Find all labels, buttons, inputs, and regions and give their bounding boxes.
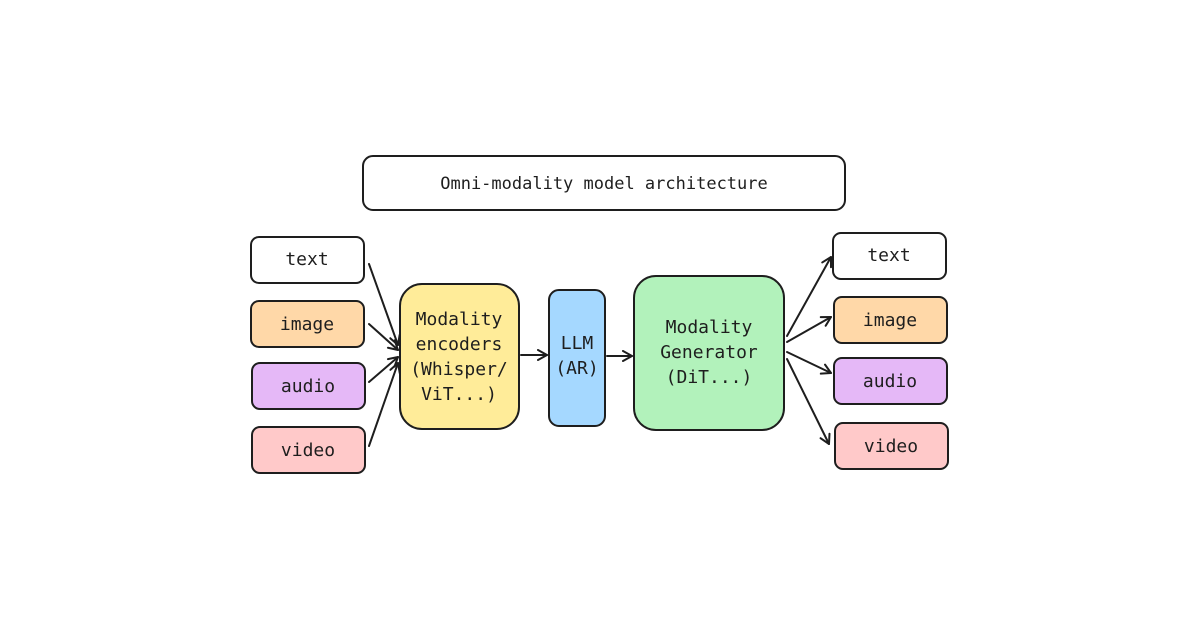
input-text-label: text	[285, 249, 328, 270]
output-audio-rect	[833, 357, 948, 405]
title-box: Omni-modality model architecture	[362, 155, 846, 211]
encoder-label-line-4: ViT...)	[421, 384, 497, 405]
llm-label-line-1: LLM	[561, 333, 594, 354]
output-box-image: image	[833, 296, 948, 344]
input-box-image: image	[250, 300, 365, 348]
arrow-text-to-encoder	[368, 263, 401, 346]
output-video-rect	[834, 422, 949, 470]
generator-label-line-3: (DiT...)	[666, 367, 753, 388]
arrow-image-to-encoder	[368, 323, 399, 351]
arrow-video-to-encoder	[368, 362, 401, 447]
generator-label-line-1: Modality	[666, 317, 753, 338]
output-image-rect	[833, 296, 948, 344]
output-box-video: video	[834, 422, 949, 470]
input-image-rect	[250, 300, 365, 348]
input-box-video: video	[251, 426, 366, 474]
input-image-label: image	[280, 314, 334, 335]
input-audio-rect	[251, 362, 366, 410]
output-video-label: video	[864, 436, 918, 457]
generator-rect	[633, 275, 785, 431]
encoder-label-line-2: encoders	[416, 334, 503, 355]
output-text-rect	[832, 232, 947, 280]
input-video-label: video	[281, 440, 335, 461]
encoder-label-line-1: Modality	[416, 309, 503, 330]
input-arrows	[368, 263, 401, 447]
generator-box: Modality Generator (DiT...)	[633, 275, 785, 431]
input-video-rect	[251, 426, 366, 474]
llm-box: LLM (AR)	[548, 289, 606, 427]
output-box-text: text	[832, 232, 947, 280]
encoder-label-line-3: (Whisper/	[410, 359, 508, 380]
arrow-generator-to-text	[786, 256, 832, 337]
llm-label-line-2: (AR)	[555, 358, 598, 379]
output-audio-label: audio	[863, 371, 917, 392]
diagram-title: Omni-modality model architecture	[440, 174, 768, 194]
arrow-generator-to-audio	[786, 351, 832, 375]
output-arrows	[786, 256, 832, 445]
input-modalities: text image audio video	[250, 236, 366, 474]
generator-label-line-2: Generator	[660, 342, 758, 363]
pipeline-arrows	[520, 349, 633, 362]
encoder-rect	[399, 283, 520, 430]
input-text-rect	[250, 236, 365, 284]
output-box-audio: audio	[833, 357, 948, 405]
encoder-box: Modality encoders (Whisper/ ViT...)	[399, 283, 520, 430]
input-box-text: text	[250, 236, 365, 284]
arrow-generator-to-video	[786, 358, 831, 445]
output-image-label: image	[863, 310, 917, 331]
arrow-generator-to-image	[786, 316, 832, 343]
output-text-label: text	[867, 245, 910, 266]
arrow-audio-to-encoder	[368, 356, 399, 383]
input-box-audio: audio	[251, 362, 366, 410]
input-audio-label: audio	[281, 376, 335, 397]
output-modalities: text image audio video	[832, 232, 949, 470]
llm-rect	[548, 289, 606, 427]
